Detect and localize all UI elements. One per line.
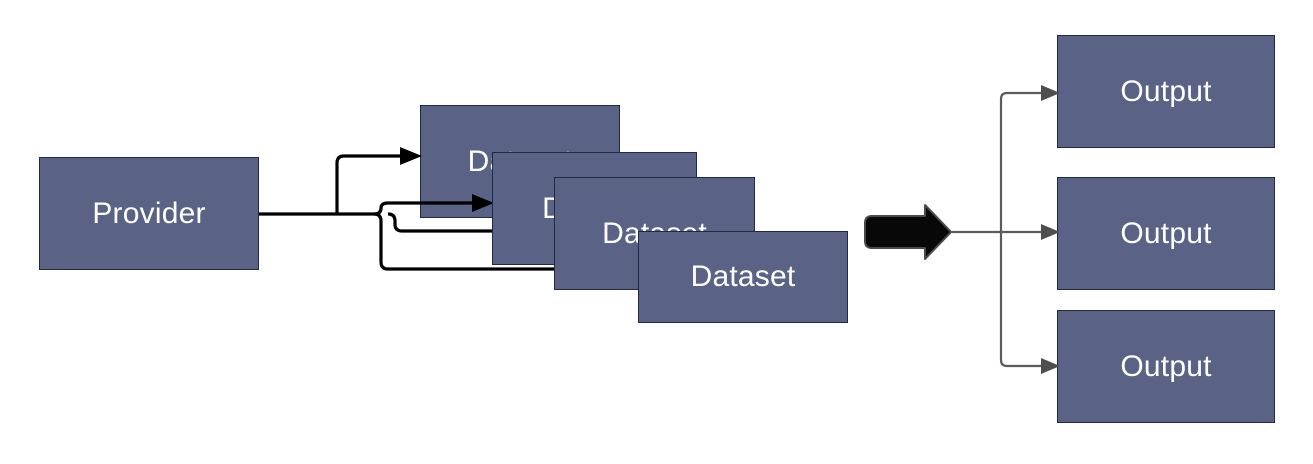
- block-arrow[interactable]: [864, 204, 952, 260]
- dataset-arrowhead-1: [400, 147, 422, 165]
- dataset-edge-4: [373, 212, 622, 271]
- dataset-edge-3: [387, 212, 538, 233]
- provider-box[interactable]: Provider: [39, 157, 259, 270]
- dataset-edge-1: [335, 154, 404, 214]
- output-edge-1: [999, 91, 1046, 232]
- output-label-1: Output: [1120, 74, 1212, 108]
- output-arrowhead-2: [1041, 224, 1060, 240]
- output-arrowhead-3: [1041, 358, 1060, 374]
- output-label-3: Output: [1120, 349, 1212, 383]
- provider-label: Provider: [92, 196, 206, 230]
- output-box-1[interactable]: Output: [1057, 35, 1275, 148]
- output-edge-3: [999, 232, 1046, 368]
- dataset-arrowhead-2: [472, 194, 494, 212]
- output-box-2[interactable]: Output: [1057, 177, 1275, 290]
- output-label-2: Output: [1120, 216, 1212, 250]
- dataset-label-4: Dataset: [690, 260, 796, 293]
- output-box-3[interactable]: Output: [1057, 310, 1275, 423]
- dataset-box-4[interactable]: Dataset: [638, 231, 848, 323]
- output-arrowhead-1: [1041, 85, 1060, 101]
